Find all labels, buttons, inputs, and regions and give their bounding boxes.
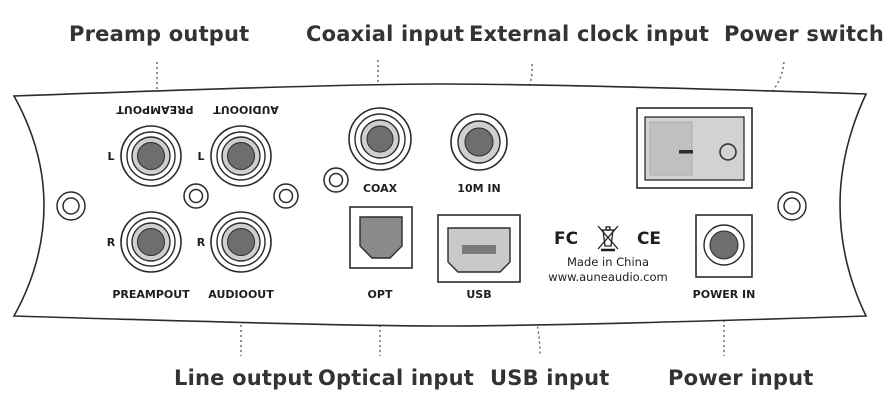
callout-external-clock-input: External clock input (469, 22, 710, 46)
leader-usb-input (521, 295, 541, 357)
screw-coax (323, 167, 349, 193)
callout-power-switch: Power switch (724, 22, 884, 46)
optical-port[interactable] (349, 206, 413, 269)
fcc-mark: FC (554, 229, 578, 249)
label-preamp-r: R (107, 236, 116, 249)
label-audio-l: L (197, 150, 204, 163)
ce-mark: CE (637, 229, 661, 249)
label-audio-r: R (197, 236, 206, 249)
label-power-in: POWER IN (693, 288, 756, 301)
screw-rca-right (273, 183, 299, 209)
power-switch[interactable] (636, 107, 753, 189)
label-preamp-l: L (107, 150, 114, 163)
label-usb: USB (466, 288, 491, 301)
power-input-jack[interactable] (695, 214, 753, 278)
callout-usb-input: USB input (490, 366, 610, 390)
callout-preamp-output: Preamp output (69, 22, 250, 46)
screw-left (56, 191, 86, 221)
label-preampout-top: PREAMPOUT (116, 103, 194, 116)
callout-line-output: Line output (174, 366, 313, 390)
usb-port[interactable] (437, 214, 521, 283)
label-audioout-top: AUDIOOUT (213, 103, 279, 116)
coax-jack[interactable] (348, 107, 412, 171)
made-in-china-text: Made in China (567, 255, 649, 269)
label-opt: OPT (368, 288, 393, 301)
label-audioout-bottom: AUDIOOUT (208, 288, 274, 301)
callout-coaxial-input: Coaxial input (306, 22, 465, 46)
label-10m-in: 10M IN (457, 182, 500, 195)
callout-optical-input: Optical input (318, 366, 475, 390)
website-text: www.auneaudio.com (548, 270, 667, 284)
screw-right (777, 191, 807, 221)
rca-preamp-left[interactable] (120, 125, 182, 187)
label-coax: COAX (363, 182, 398, 195)
label-preampout-bottom: PREAMPOUT (112, 288, 190, 301)
rca-audio-right[interactable] (210, 211, 272, 273)
rca-preamp-right[interactable] (120, 211, 182, 273)
screw-rca-middle (183, 183, 209, 209)
rca-audio-left[interactable] (210, 125, 272, 187)
callout-power-input: Power input (668, 366, 814, 390)
weee-bin-icon (597, 225, 619, 252)
clock-input-jack[interactable] (450, 113, 508, 171)
